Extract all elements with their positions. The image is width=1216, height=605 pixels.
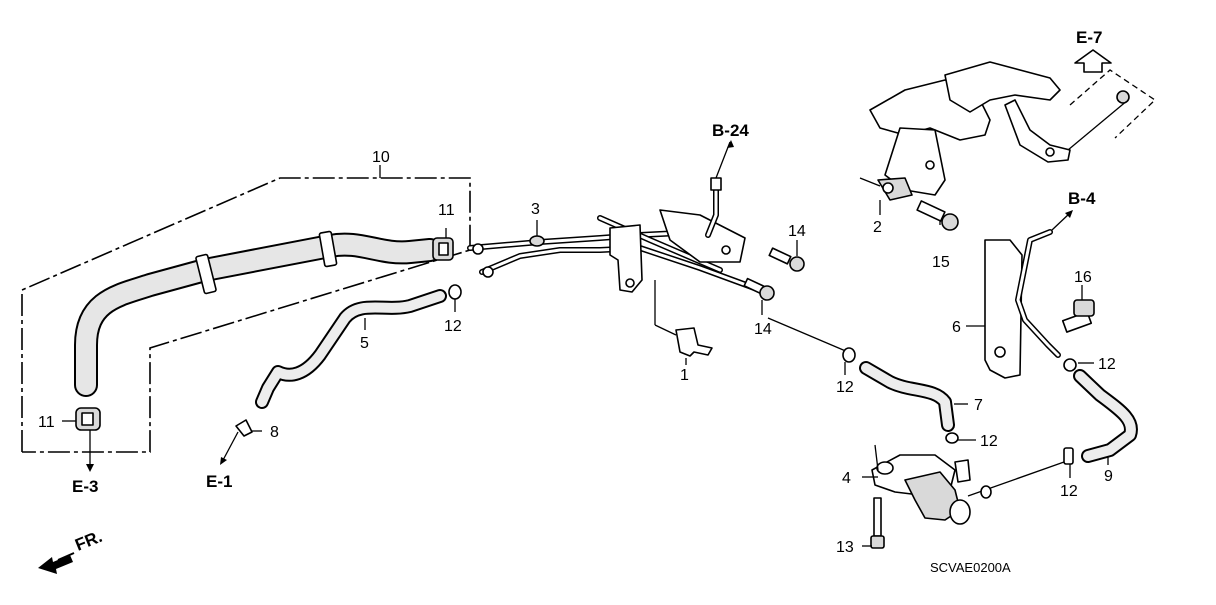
callout-16: 16 [1074, 269, 1092, 286]
callout-5: 5 [360, 335, 369, 352]
arrow-e7-icon [1074, 49, 1112, 73]
arrow-b4-icon [1051, 210, 1073, 231]
callout-15: 15 [932, 254, 950, 271]
bolt-13 [870, 497, 885, 549]
callout-6: 6 [952, 319, 961, 336]
valve-line [967, 461, 1065, 499]
arrow-b24-icon [715, 140, 734, 179]
callout-8: 8 [270, 424, 279, 441]
valve-4 [871, 444, 971, 525]
ref-e3: E-3 [72, 477, 98, 496]
front-direction-arrow-icon [38, 552, 75, 574]
part-10-boundary [21, 165, 471, 453]
bolt-14-lower [743, 277, 775, 301]
clip-3 [529, 235, 545, 247]
clamp-12-hose9-bottom [1063, 447, 1074, 465]
clamp-12-hose5 [448, 284, 462, 300]
hose-5 [255, 289, 447, 409]
arrow-e3-icon [86, 430, 94, 472]
callout-2: 2 [873, 219, 882, 236]
ref-e7: E-7 [1076, 28, 1102, 47]
bolt-16 [1061, 299, 1095, 333]
bolt-15 [916, 200, 959, 231]
hose-7 [859, 361, 955, 432]
ref-b4: B-4 [1068, 189, 1096, 208]
callout-12-hose9-top: 12 [1098, 356, 1116, 373]
front-label: FR. [72, 527, 105, 555]
e7-dashed-box [1067, 69, 1157, 151]
clamp-11-lower [75, 407, 101, 431]
center-bracket [609, 209, 746, 293]
callout-1: 1 [680, 367, 689, 384]
callout-4: 4 [842, 470, 851, 487]
arrow-e1-icon [220, 431, 239, 465]
pipe-b4 [1015, 229, 1061, 358]
clamp-12-hose7-top [842, 347, 856, 363]
hose-9 [1073, 369, 1138, 463]
callout-12-hose7-top: 12 [836, 379, 854, 396]
callout-7: 7 [974, 397, 983, 414]
pipe-to-hose7 [767, 317, 849, 353]
bracket-6 [984, 239, 1023, 379]
callout-10: 10 [372, 149, 390, 166]
ref-e1: E-1 [206, 472, 232, 491]
callout-14-upper: 14 [788, 223, 806, 240]
clamp-11-upper [432, 237, 454, 261]
reference-labels: E-7 B-24 B-4 E-3 E-1 [72, 28, 1102, 496]
leader-lines [62, 177, 1109, 547]
callout-11-lower: 11 [38, 414, 55, 431]
bolt-14-upper [768, 247, 805, 272]
clip-1 [675, 327, 713, 357]
callout-12-hose5: 12 [444, 318, 462, 335]
clamp-12-hose7-bottom [945, 432, 959, 444]
ref-b24: B-24 [712, 121, 749, 140]
clip-8 [235, 419, 253, 437]
callout-11-upper: 11 [438, 202, 455, 219]
hose-10 [74, 230, 442, 397]
callout-13: 13 [836, 539, 854, 556]
pipe-b24 [705, 177, 722, 238]
callout-14-lower: 14 [754, 321, 772, 338]
callout-3: 3 [531, 201, 540, 218]
callout-12-hose9-bottom: 12 [1060, 483, 1078, 500]
callout-9: 9 [1104, 468, 1113, 485]
clamp-12-hose9-top [1063, 358, 1077, 372]
callout-12-hose7-bottom: 12 [980, 433, 998, 450]
bracket-assembly-2 [869, 61, 1071, 201]
callout-labels: 10 11 11 3 14 14 12 5 8 1 12 7 12 4 13 1… [38, 149, 1116, 556]
diagram-code: SCVAE0200A [930, 560, 1011, 575]
